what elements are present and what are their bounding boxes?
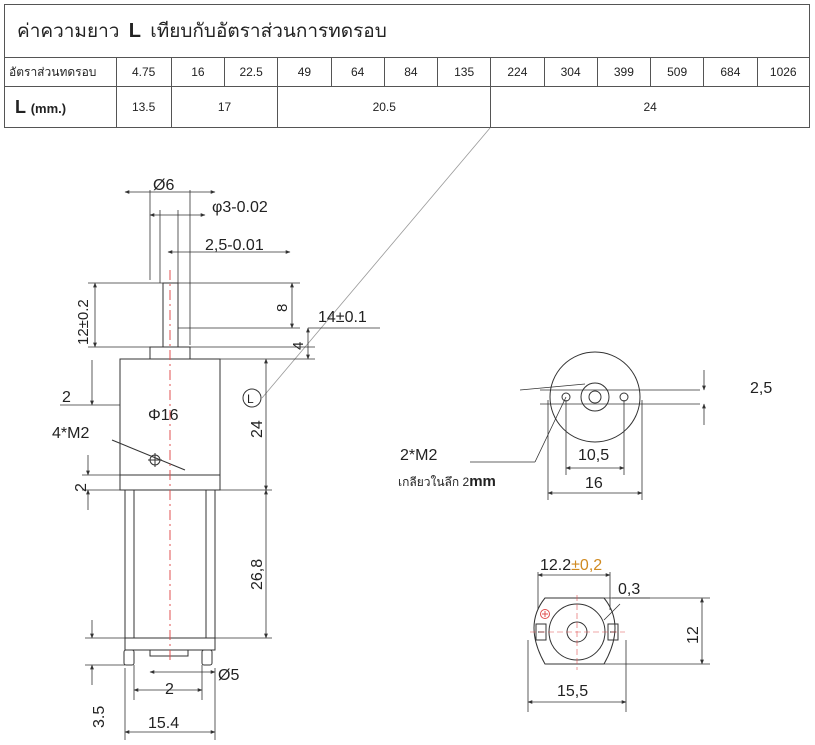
label-thread-depth: เกลียวในลึก 2mm <box>398 473 496 490</box>
thread-depth-unit: mm <box>469 473 496 490</box>
label-front-screws: 2*M2 <box>400 447 437 464</box>
table-title: ค่าความยาว L เทียบกับอัตราส่วนการทดรอบ <box>4 4 810 58</box>
dim-shaft-len: 12±0.2 <box>75 299 92 345</box>
dim-motor-width: 15.4 <box>148 715 179 732</box>
dim-left: 2 <box>62 389 71 406</box>
dim-shaft-dia: Ø6 <box>153 177 174 194</box>
dim-hole-spacing: 10,5 <box>578 447 609 464</box>
rear-width-tol: ±0,2 <box>571 557 602 574</box>
dim-rear-width: 12.2±0,2 <box>540 557 602 574</box>
dim-flange: 2 <box>73 483 90 492</box>
side-view <box>111 282 221 666</box>
dim-rear-height: 12 <box>685 626 702 644</box>
front-boss-circle <box>580 382 610 412</box>
front-shaft-circle <box>588 390 602 404</box>
dim-gearbox-len: 14±0.1 <box>318 309 367 326</box>
ratio-cell: 64 <box>330 57 385 87</box>
L-marker-text: L <box>247 392 254 406</box>
ratio-cell: 684 <box>703 57 758 87</box>
table-title-L: L <box>128 20 141 42</box>
L-marker-circle <box>242 388 262 408</box>
dim-flat: 2,5-0.01 <box>205 237 264 254</box>
terminal-boss <box>149 649 189 657</box>
table-title-suffix: เทียบกับอัตราส่วนการทดรอบ <box>150 21 387 42</box>
dim-front-dia: 16 <box>585 475 603 492</box>
length-cell: 24 <box>490 86 810 128</box>
ratio-cell: 49 <box>277 57 332 87</box>
dim-motor-len: 26,8 <box>249 559 266 590</box>
length-cell: 20.5 <box>277 86 492 128</box>
length-row-label: L (mm.) <box>4 86 117 128</box>
dim-gearbox-dia: Φ16 <box>148 407 179 424</box>
terminal-right <box>201 649 213 666</box>
dim-terminal-gap: 2 <box>165 681 174 698</box>
rear-view <box>527 572 710 712</box>
label-screws: 4*M2 <box>52 425 89 442</box>
dim-terminal-dia: Ø5 <box>218 667 239 684</box>
front-view <box>470 351 706 500</box>
ratio-cell: 224 <box>490 57 545 87</box>
dim-gearbox-L: 24 <box>249 420 266 438</box>
thread-depth-text: เกลียวในลึก 2 <box>398 475 470 489</box>
terminal-left <box>123 649 135 666</box>
rear-width-value: 12.2 <box>540 557 571 574</box>
ratio-cell: 4.75 <box>115 57 172 87</box>
dim-shaft-tol: φ3-0.02 <box>212 199 268 216</box>
ratio-cell: 509 <box>650 57 705 87</box>
front-outer-circle <box>549 351 641 443</box>
ratio-cell: 16 <box>170 57 226 87</box>
ratio-length-table: ค่าความยาว L เทียบกับอัตราส่วนการทดรอบ อ… <box>4 4 811 128</box>
length-cell: 17 <box>170 86 279 128</box>
dim-front-flat: 2,5 <box>750 380 772 397</box>
table-leader-line <box>261 127 491 399</box>
dim-flat-len: 8 <box>274 304 291 312</box>
length-unit: (mm.) <box>30 100 67 116</box>
plus-terminal-icon <box>540 609 550 619</box>
dim-boss: 4 <box>290 342 307 350</box>
dim-rear-gap: 0,3 <box>618 581 640 598</box>
ratio-cell: 22.5 <box>224 57 279 87</box>
front-screw-hole-right <box>619 392 629 402</box>
length-label: L <box>15 96 26 117</box>
length-cell: 13.5 <box>115 86 172 128</box>
table-title-prefix: ค่าความยาว <box>17 21 120 42</box>
dim-rear-full-width: 15,5 <box>557 683 588 700</box>
dim-terminal-len: 3.5 <box>91 706 108 728</box>
screw-leader <box>111 439 186 471</box>
